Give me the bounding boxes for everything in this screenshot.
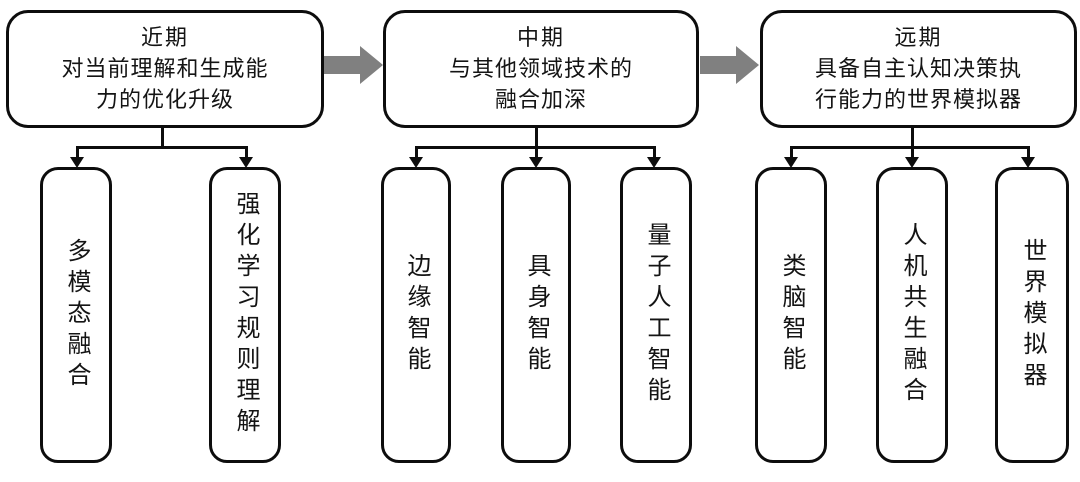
phase-desc-line: 行能力的世界模拟器: [814, 87, 1022, 112]
connector-drop-mid-term-2: [535, 146, 538, 160]
connector-stem-long-term: [911, 127, 914, 149]
connector-arrowhead-icon: [409, 157, 423, 168]
leaf-box-human-machine-symbiosis[interactable]: 人机共生融合: [876, 167, 948, 463]
connector-arrowhead-icon: [784, 157, 798, 168]
connector-bar-near-term: [76, 146, 248, 149]
leaf-box-edge-intelligence[interactable]: 边缘智能: [381, 167, 451, 463]
phase-desc-line: 与其他领域技术的: [448, 56, 633, 81]
connector-arrowhead-icon: [1021, 157, 1035, 168]
connector-stem-near-term: [161, 127, 164, 149]
leaf-label: 多模态融合: [63, 237, 89, 393]
connector-arrowhead-icon: [239, 157, 253, 168]
connector-arrowhead-icon: [529, 157, 543, 168]
connector-arrowhead-icon: [70, 157, 84, 168]
leaf-label: 强化学习规则理解: [232, 191, 258, 439]
leaf-box-multimodal-fusion[interactable]: 多模态融合: [40, 167, 112, 463]
connector-drop-long-term-3: [1027, 146, 1030, 160]
phase-box-mid-term[interactable]: 中期 与其他领域技术的 融合加深: [383, 10, 699, 128]
leaf-label: 世界模拟器: [1019, 237, 1045, 393]
phase-desc-line: 对当前理解和生成能: [61, 56, 269, 81]
leaf-label: 类脑智能: [778, 253, 804, 377]
connector-drop-long-term-2: [911, 146, 914, 160]
phase-title-mid-term: 中期: [516, 25, 565, 50]
flow-arrow-right-icon: [324, 44, 384, 86]
connector-bar-long-term: [790, 146, 1030, 149]
phase-desc-line: 力的优化升级: [95, 87, 234, 112]
phase-desc-line: 融合加深: [494, 87, 587, 112]
phase-box-long-term[interactable]: 远期 具备自主认知决策执 行能力的世界模拟器: [760, 10, 1077, 128]
connector-arrowhead-icon: [905, 157, 919, 168]
flow-arrow-right-icon: [700, 44, 760, 86]
leaf-box-quantum-ai[interactable]: 量子人工智能: [620, 167, 692, 463]
connector-stem-mid-term: [535, 127, 538, 149]
phase-title-near-term: 近期: [140, 25, 189, 50]
leaf-label: 人机共生融合: [899, 222, 925, 408]
connector-drop-near-term-1: [76, 146, 79, 160]
connector-drop-long-term-1: [790, 146, 793, 160]
leaf-label: 量子人工智能: [643, 222, 669, 408]
phase-desc-line: 具备自主认知决策执: [814, 56, 1022, 81]
phase-title-long-term: 远期: [894, 25, 943, 50]
leaf-box-brain-inspired-intelligence[interactable]: 类脑智能: [755, 167, 827, 463]
connector-drop-mid-term-3: [653, 146, 656, 160]
phase-desc-long-term: 具备自主认知决策执 行能力的世界模拟器: [815, 53, 1022, 115]
leaf-box-world-simulator[interactable]: 世界模拟器: [995, 167, 1069, 463]
phase-box-near-term[interactable]: 近期 对当前理解和生成能 力的优化升级: [6, 10, 324, 128]
connector-arrowhead-icon: [647, 157, 661, 168]
connector-drop-mid-term-1: [415, 146, 418, 160]
leaf-label: 具身智能: [523, 253, 549, 377]
leaf-box-rl-rule-understanding[interactable]: 强化学习规则理解: [209, 167, 281, 463]
leaf-label: 边缘智能: [403, 253, 429, 377]
leaf-box-embodied-intelligence[interactable]: 具身智能: [501, 167, 571, 463]
phase-desc-mid-term: 与其他领域技术的 融合加深: [449, 53, 633, 115]
phase-desc-near-term: 对当前理解和生成能 力的优化升级: [61, 53, 268, 115]
connector-drop-near-term-2: [245, 146, 248, 160]
